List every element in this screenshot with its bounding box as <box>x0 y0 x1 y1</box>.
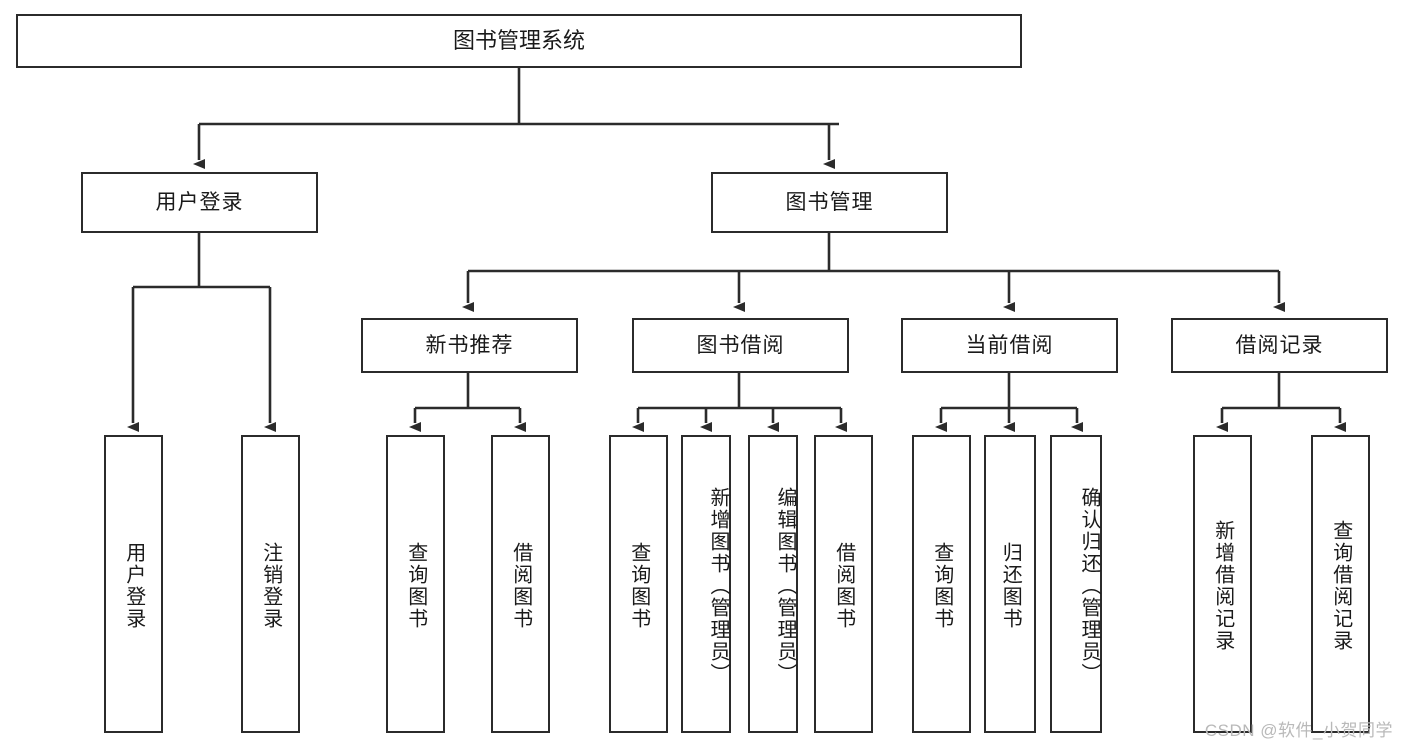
node-book-management[interactable]: 图书管理 <box>711 172 948 233</box>
node-new-book-recommend[interactable]: 新书推荐 <box>361 318 578 373</box>
leaf-user-logout[interactable]: 注销登录 <box>241 435 300 733</box>
node-label: 编辑图书（管理员） <box>774 487 796 685</box>
node-label: 确认归还（管理员） <box>1078 487 1100 685</box>
node-borrow-record[interactable]: 借阅记录 <box>1171 318 1388 373</box>
leaf-user-login[interactable]: 用户登录 <box>104 435 163 733</box>
node-label: 查询图书 <box>930 542 953 630</box>
csdn-watermark: CSDN @软件_小贺同学 <box>1204 721 1393 740</box>
node-label: 注销登录 <box>259 542 282 630</box>
leaf-record-query-borrow-record[interactable]: 查询借阅记录 <box>1311 435 1370 733</box>
leaf-borrow-borrow-book[interactable]: 借阅图书 <box>814 435 873 733</box>
leaf-current-query-book[interactable]: 查询图书 <box>912 435 971 733</box>
node-label: 借阅图书 <box>509 542 532 630</box>
leaf-current-return-book[interactable]: 归还图书 <box>984 435 1036 733</box>
node-label: 图书管理 <box>785 190 874 214</box>
node-label: 查询借阅记录 <box>1329 520 1352 652</box>
leaf-recommend-borrow-book[interactable]: 借阅图书 <box>491 435 550 733</box>
node-current-borrow[interactable]: 当前借阅 <box>901 318 1118 373</box>
node-label: 归还图书 <box>999 542 1022 630</box>
node-root-system[interactable]: 图书管理系统 <box>16 14 1022 68</box>
leaf-borrow-add-book-admin[interactable]: 新增图书（管理员） <box>681 435 731 733</box>
node-label: 查询图书 <box>627 542 650 630</box>
node-label: 借阅记录 <box>1235 333 1324 357</box>
node-label: 当前借阅 <box>965 333 1054 357</box>
node-user-login[interactable]: 用户登录 <box>81 172 318 233</box>
node-label: 新增借阅记录 <box>1211 520 1234 652</box>
node-book-borrow[interactable]: 图书借阅 <box>632 318 849 373</box>
leaf-borrow-edit-book-admin[interactable]: 编辑图书（管理员） <box>748 435 798 733</box>
leaf-borrow-query-book[interactable]: 查询图书 <box>609 435 668 733</box>
node-label: 用户登录 <box>155 190 244 214</box>
leaf-current-confirm-return-admin[interactable]: 确认归还（管理员） <box>1050 435 1102 733</box>
node-label: 借阅图书 <box>832 542 855 630</box>
node-label: 图书借阅 <box>696 333 785 357</box>
node-label: 图书管理系统 <box>452 27 585 53</box>
node-label: 新书推荐 <box>425 333 514 357</box>
node-label: 用户登录 <box>122 542 145 630</box>
node-label: 查询图书 <box>404 542 427 630</box>
leaf-record-add-borrow-record[interactable]: 新增借阅记录 <box>1193 435 1252 733</box>
node-label: 新增图书（管理员） <box>707 487 729 685</box>
leaf-recommend-query-book[interactable]: 查询图书 <box>386 435 445 733</box>
